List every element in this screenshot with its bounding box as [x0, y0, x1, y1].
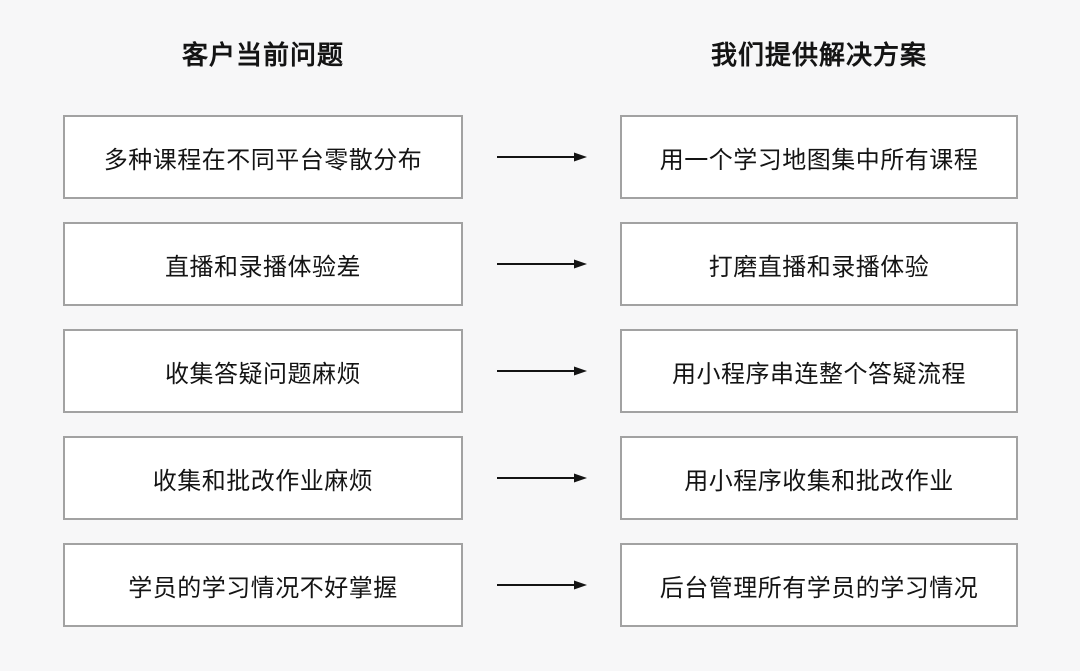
arrow-right-icon	[463, 329, 620, 413]
solution-box: 用一个学习地图集中所有课程	[620, 115, 1018, 199]
header-spacer	[463, 0, 620, 92]
problem-box: 学员的学习情况不好掌握	[63, 543, 463, 627]
column-header-solutions: 我们提供解决方案	[710, 40, 927, 70]
column-header-problems: 客户当前问题	[181, 40, 344, 70]
solution-box: 用小程序串连整个答疑流程	[620, 329, 1018, 413]
arrow-right-icon	[463, 436, 620, 520]
problem-box: 直播和录播体验差	[63, 222, 463, 306]
problem-box: 收集和批改作业麻烦	[63, 436, 463, 520]
diagram-grid: 客户当前问题 我们提供解决方案 多种课程在不同平台零散分布 用一个学习地图集中所…	[63, 0, 1018, 627]
problem-box: 多种课程在不同平台零散分布	[63, 115, 463, 199]
arrow-right-icon	[463, 543, 620, 627]
arrow-right-icon	[463, 115, 620, 199]
problem-box: 收集答疑问题麻烦	[63, 329, 463, 413]
arrow-right-icon	[463, 222, 620, 306]
solution-box: 后台管理所有学员的学习情况	[620, 543, 1018, 627]
solution-box: 用小程序收集和批改作业	[620, 436, 1018, 520]
solution-box: 打磨直播和录播体验	[620, 222, 1018, 306]
